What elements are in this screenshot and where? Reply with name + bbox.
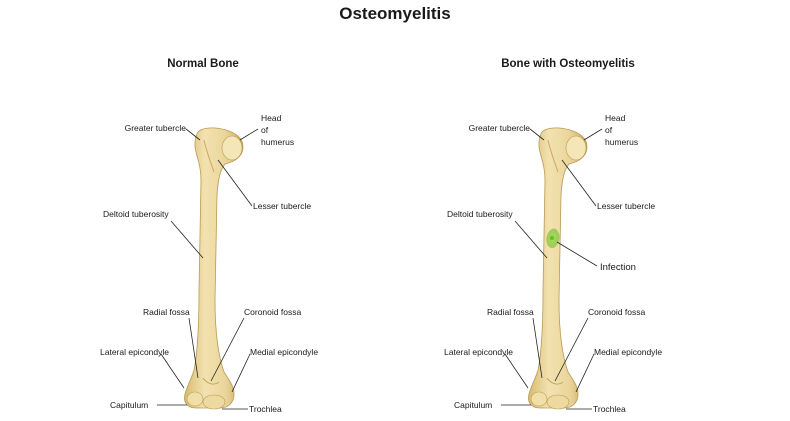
label-medial-epicondyle: Medial epicondyle	[250, 347, 318, 357]
label-trochlea: Trochlea	[249, 404, 282, 414]
label-radial-fossa: Radial fossa	[487, 307, 534, 317]
label-greater-tubercle: Greater tubercle	[469, 123, 531, 133]
label-lesser-tubercle: Lesser tubercle	[597, 201, 655, 211]
label-infection: Infection	[600, 262, 636, 273]
label-head-line3: humerus	[261, 137, 294, 147]
label-capitulum: Capitulum	[110, 400, 148, 410]
infected-humerus-bone	[528, 127, 588, 410]
label-head-line3: humerus	[605, 137, 638, 147]
label-head-line2: of	[261, 125, 269, 135]
label-head-line2: of	[605, 125, 613, 135]
infected-bone-panel: Greater tubercle Head of humerus Lesser …	[444, 113, 662, 414]
label-deltoid-tuberosity: Deltoid tuberosity	[447, 209, 513, 219]
infected-bone-subtitle: Bone with Osteomyelitis	[501, 58, 635, 70]
label-medial-epicondyle: Medial epicondyle	[594, 347, 662, 357]
label-trochlea: Trochlea	[593, 404, 626, 414]
label-coronoid-fossa: Coronoid fossa	[244, 307, 301, 317]
page-title: Osteomyelitis	[339, 4, 451, 23]
label-lateral-epicondyle: Lateral epicondyle	[100, 347, 169, 357]
label-lateral-epicondyle: Lateral epicondyle	[444, 347, 513, 357]
label-lesser-tubercle: Lesser tubercle	[253, 201, 311, 211]
normal-bone-panel: Greater tubercle Head of humerus Lesser …	[100, 113, 318, 414]
label-head-line1: Head	[261, 113, 282, 123]
label-radial-fossa: Radial fossa	[143, 307, 190, 317]
label-deltoid-tuberosity: Deltoid tuberosity	[103, 209, 169, 219]
label-coronoid-fossa: Coronoid fossa	[588, 307, 645, 317]
label-capitulum: Capitulum	[454, 400, 492, 410]
label-greater-tubercle: Greater tubercle	[125, 123, 187, 133]
normal-humerus-bone	[184, 127, 244, 410]
normal-bone-subtitle: Normal Bone	[167, 58, 239, 70]
label-head-line1: Head	[605, 113, 626, 123]
infection-spot	[546, 228, 560, 249]
